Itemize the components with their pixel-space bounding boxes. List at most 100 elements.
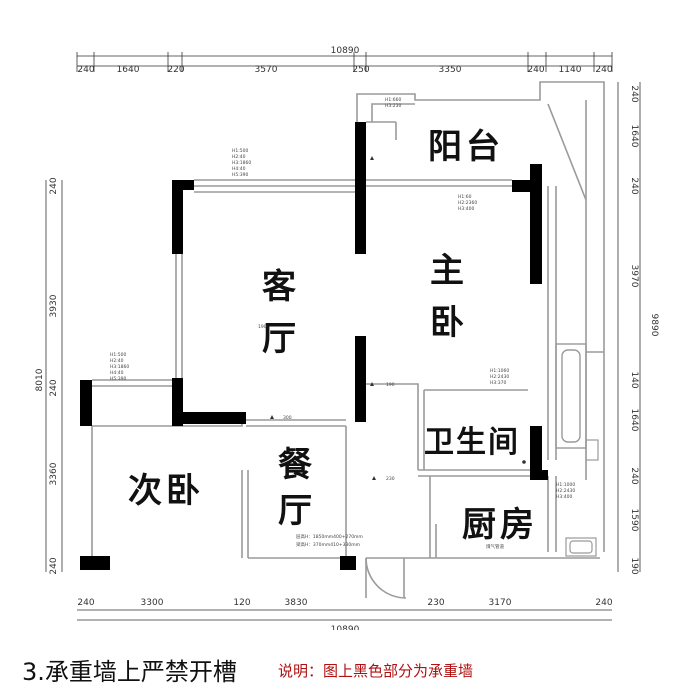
dining-mark: 230: [386, 476, 395, 482]
master-bedroom-label-2: 卧: [430, 303, 464, 343]
bearing-wall: [355, 336, 366, 422]
second-bedroom-label-2: 卧: [166, 471, 200, 511]
dining-note-2: 梁高H：370mm410+330mm: [296, 541, 360, 548]
floor-plan: 10890 240 1640 220 3570 250 3350 240 1140 240 10…: [35, 46, 659, 630]
bearing-wall: [172, 412, 246, 424]
right-dimension-label: 240: [629, 85, 639, 102]
dining-room-label-2: 厅: [278, 491, 312, 531]
bottom-dimension-label: 240: [595, 598, 612, 608]
top-dimension-label: 240: [595, 65, 612, 75]
window-height-note: H3:230: [385, 103, 401, 109]
window-height-note: H1:500: [110, 352, 126, 358]
toilet: [585, 439, 599, 461]
bottom-dimension-label: 230: [427, 598, 444, 608]
top-dimension-label: 220: [167, 65, 184, 75]
left-dimension-label: 240: [49, 379, 59, 396]
corridor-mark: 300: [283, 415, 292, 421]
dining-room-label-1: 餐: [278, 445, 312, 485]
window-height-note: H4:40: [232, 166, 246, 172]
bottom-dimension-label: 120: [233, 598, 250, 608]
living-room-label-2: 厅: [262, 319, 296, 359]
left-dimension-label: 3930: [49, 294, 59, 317]
balcony-label-1: 阳: [428, 127, 462, 167]
kitchen-sink: [565, 537, 597, 557]
top-dimension-label: 3350: [439, 65, 462, 75]
window-height-note: H1:1060: [490, 368, 509, 374]
right-dimension-label: 190: [629, 557, 639, 574]
top-dimension-label: 240: [77, 65, 94, 75]
second-bedroom-label-1: 次: [128, 471, 162, 511]
top-dimension-label: 250: [352, 65, 369, 75]
window-height-note: H1:660: [385, 97, 401, 103]
right-dimension-label: 240: [629, 177, 639, 194]
top-dimension-label: 240: [527, 65, 544, 75]
bathroom-label-3: 间: [488, 425, 518, 460]
kitchen-label-2: 房: [500, 505, 534, 545]
bottom-dimension-chain: [77, 609, 612, 621]
balcony-label-2: 台: [466, 127, 500, 167]
window-height-note: H3:400: [556, 494, 572, 500]
top-dimension-chain: [76, 52, 613, 72]
bottom-dimension-label: 240: [77, 598, 94, 608]
bearing-wall: [172, 180, 183, 254]
window-height-note: H2:40: [110, 358, 124, 364]
bottom-dimension-label: 3170: [489, 598, 512, 608]
top-dimension-label: 1640: [117, 65, 140, 75]
right-dimension-label: 240: [629, 467, 639, 484]
left-dimension-chain: [45, 180, 63, 572]
bearing-wall: [80, 380, 92, 426]
left-dimension-label: 240: [49, 177, 59, 194]
left-dimension-label: 3360: [49, 462, 59, 485]
right-dimension-label: 1590: [629, 509, 639, 532]
window-height-note: H2:40: [232, 154, 246, 160]
bearing-wall: [530, 470, 548, 480]
footer: 3.承重墙上严禁开槽 说明：图上黑色部分为承重墙: [0, 640, 700, 690]
rule-title: 3.承重墙上严禁开槽: [22, 658, 237, 686]
master-mark: 190: [386, 382, 395, 388]
window-height-note: H4:40: [110, 370, 124, 376]
right-dimension-label: 1640: [629, 125, 639, 148]
right-total-dimension: 9890: [649, 314, 659, 337]
kitchen-label-1: 厨: [462, 505, 496, 545]
top-dimension-label: 3570: [255, 65, 278, 75]
bottom-total-dimension: 10890: [331, 625, 360, 630]
bearing-wall: [530, 426, 542, 476]
bottom-dimension-label: 3300: [141, 598, 164, 608]
dining-note-1: 层高H：1850mm400+270mm: [296, 533, 363, 540]
window-height-note: H5:390: [110, 376, 126, 382]
top-total-dimension: 10890: [331, 46, 360, 56]
bearing-wall: [340, 556, 356, 570]
right-dimension-chain: [617, 82, 641, 572]
window-height-note: H1:1000: [556, 482, 575, 488]
left-total-dimension: 8010: [35, 368, 45, 391]
window-height-note: H5:390: [232, 172, 248, 178]
legend-explanation: 说明：图上黑色部分为承重墙: [278, 662, 474, 680]
bearing-wall: [80, 556, 110, 570]
window-height-note: H2:2360: [458, 200, 477, 206]
kitchen-vent-note: 煤气管道: [486, 543, 504, 550]
right-dimension-label: 140: [629, 371, 639, 388]
bathroom-label-1: 卫: [424, 425, 454, 460]
window-height-note: H3:400: [458, 206, 474, 212]
window-height-note: H1:500: [232, 148, 248, 154]
bathroom-label-2: 生: [456, 425, 486, 460]
bearing-wall: [355, 122, 366, 254]
window-height-note: H3:370: [490, 380, 506, 386]
bathtub: [555, 343, 587, 449]
right-dimension-label: 3970: [629, 265, 639, 288]
window-height-note: H2:2430: [556, 488, 575, 494]
bottom-dimension-label: 3830: [285, 598, 308, 608]
top-dimension-label: 1140: [559, 65, 582, 75]
partition-walls: [91, 81, 605, 599]
wall-markers: [270, 156, 526, 480]
left-dimension-label: 240: [49, 557, 59, 574]
right-dimension-label: 1640: [629, 409, 639, 432]
living-mark: 190: [258, 324, 267, 330]
bearing-wall: [530, 164, 542, 284]
master-bedroom-label-1: 主: [430, 251, 464, 291]
window-height-note: H3:1860: [110, 364, 129, 370]
window-height-note: H2:2430: [490, 374, 509, 380]
bearing-wall: [172, 378, 183, 426]
load-bearing-walls: [80, 122, 548, 570]
window-height-note: H1:60: [458, 194, 472, 200]
